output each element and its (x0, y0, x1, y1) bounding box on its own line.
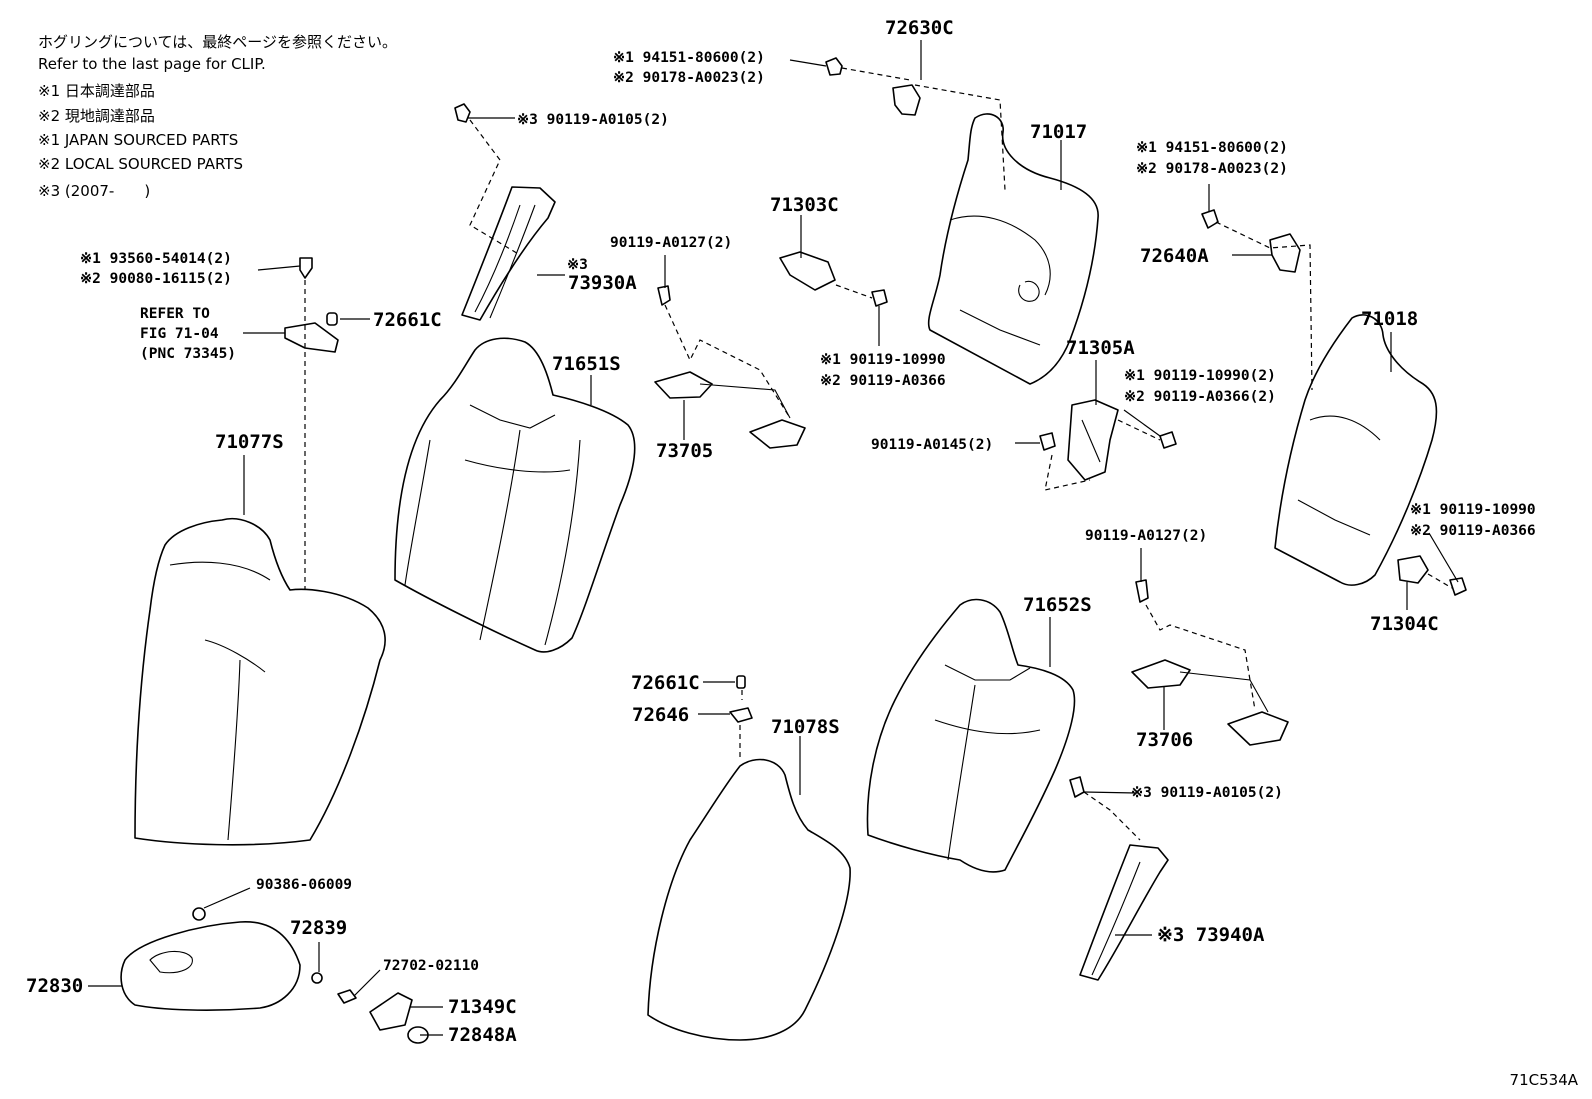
seat-back-pad-71652S[interactable] (866, 598, 1076, 873)
label-72661C-lower: 72661C (631, 672, 700, 694)
dashed-assembly-lines (304, 67, 1453, 841)
label-71303C: 71303C (770, 194, 839, 216)
label-refer-fig: FIG 71-04 (140, 326, 219, 342)
note-japan-jp: ※1 日本調達部品 (38, 82, 155, 100)
label-bolt-93560-54014: ※1 93560-54014(2) (80, 251, 232, 267)
side-airbag-73930A[interactable] (461, 186, 556, 321)
seat-back-pad-71651S[interactable] (394, 337, 636, 653)
screw-90386-06009[interactable] (192, 907, 206, 921)
note-hog-ring-jp: ホグリングについては、最終ページを参照ください。 (38, 33, 397, 51)
label-72646: 72646 (632, 704, 689, 726)
seat-back-frame-71018[interactable] (1274, 314, 1438, 586)
side-airbag-73940A[interactable] (1079, 844, 1169, 981)
bolt-90119-A0105-lower[interactable] (1069, 776, 1085, 798)
label-bolt-94151-80600-a: ※1 94151-80600(2) (613, 50, 765, 66)
label-refer-pnc: (PNC 73345) (140, 346, 236, 362)
recliner-cover-72630C[interactable] (892, 84, 921, 116)
label-screw-72702-02110: 72702-02110 (383, 958, 479, 974)
nut-94151-80600-upper[interactable] (825, 57, 843, 76)
bracket-71349C[interactable] (369, 992, 413, 1031)
label-71017: 71017 (1030, 121, 1087, 143)
screw-93560-54014[interactable] (299, 257, 313, 279)
nut-94151-80600-right[interactable] (1201, 209, 1219, 229)
clip-72839[interactable] (311, 972, 323, 984)
label-bolt-90119-A0127-b: 90119-A0127(2) (1085, 528, 1207, 544)
label-73706: 73706 (1136, 729, 1193, 751)
armrest-72830[interactable] (120, 921, 301, 1011)
label-71652S: 71652S (1023, 594, 1092, 616)
bolt-90119-A0105-upper[interactable] (454, 103, 471, 123)
bracket-71305A[interactable] (1067, 399, 1119, 481)
label-bolt-90080-16115: ※2 90080-16115(2) (80, 271, 232, 287)
label-73940A: ※3 73940A (1157, 924, 1265, 946)
label-bolt-90119-10990-a: ※1 90119-10990 (820, 352, 946, 368)
label-bolt-90119-A0127-a: 90119-A0127(2) (610, 235, 732, 251)
note-local-en: ※2 LOCAL SOURCED PARTS (38, 155, 243, 173)
label-71078S: 71078S (771, 716, 840, 738)
label-screw-90386-06009: 90386-06009 (256, 877, 352, 893)
label-bolt-90119-A0366-a: ※2 90119-A0366 (820, 373, 946, 389)
label-bolt-90119-A0366-b: ※2 90119-A0366(2) (1124, 389, 1276, 405)
hinge-71303C[interactable] (779, 251, 836, 291)
bolt-90119-10990-a[interactable] (871, 289, 888, 307)
note-year-range: ※3 (2007- ) (38, 182, 151, 200)
clip-72661C-lower[interactable] (736, 675, 746, 689)
label-73930A-mark: ※3 (567, 257, 588, 273)
figure-reference-id: 71C534A (1509, 1071, 1578, 1089)
label-72830: 72830 (26, 975, 83, 997)
label-bolt-90119-10990-c: ※1 90119-10990 (1410, 502, 1536, 518)
seat-back-cover-71078S[interactable] (647, 758, 851, 1041)
label-71305A: 71305A (1066, 337, 1135, 359)
label-bolt-90119-A0145: 90119-A0145(2) (871, 437, 993, 453)
label-71349C: 71349C (448, 996, 517, 1018)
label-bolt-90119-A0105-b: ※3 90119-A0105(2) (1131, 785, 1283, 801)
label-72630C: 72630C (885, 17, 954, 39)
clip-72661C-upper[interactable] (326, 312, 338, 326)
label-71077S: 71077S (215, 431, 284, 453)
bolt-90119-10990-c[interactable] (1449, 577, 1467, 596)
bolt-90119-A0127-upper[interactable] (657, 285, 671, 306)
note-japan-en: ※1 JAPAN SOURCED PARTS (38, 131, 239, 149)
note-clip-en: Refer to the last page for CLIP. (38, 55, 266, 73)
seat-back-frame-71017[interactable] (927, 113, 1099, 385)
label-bolt-90119-10990-b: ※1 90119-10990(2) (1124, 368, 1276, 384)
seat-back-cover-71077S[interactable] (134, 518, 386, 846)
label-bolt-90178-A0023-b: ※2 90178-A0023(2) (1136, 161, 1288, 177)
label-refer-to: REFER TO (140, 306, 210, 322)
screw-72702-02110[interactable] (337, 989, 357, 1004)
striker-73705[interactable] (654, 371, 806, 449)
label-71304C: 71304C (1370, 613, 1439, 635)
label-bolt-90119-A0105-a: ※3 90119-A0105(2) (517, 112, 669, 128)
label-72661C-upper: 72661C (373, 309, 442, 331)
bolt-90119-10990-b[interactable] (1159, 431, 1177, 449)
label-73705: 73705 (656, 440, 713, 462)
bracket-73345[interactable] (284, 322, 339, 353)
bolt-90119-A0127-lower[interactable] (1135, 579, 1149, 603)
striker-73706[interactable] (1131, 659, 1289, 746)
leader-lines (88, 40, 1459, 1036)
label-71651S: 71651S (552, 353, 621, 375)
bolt-90119-A0145[interactable] (1039, 432, 1056, 451)
label-bolt-94151-80600-b: ※1 94151-80600(2) (1136, 140, 1288, 156)
label-73930A: 73930A (568, 272, 637, 294)
label-72848A: 72848A (448, 1024, 517, 1046)
recliner-cover-72640A[interactable] (1269, 233, 1301, 273)
label-bolt-90178-A0023-a: ※2 90178-A0023(2) (613, 70, 765, 86)
label-bolt-90119-A0366-c: ※2 90119-A0366 (1410, 523, 1536, 539)
clip-72646[interactable] (729, 707, 753, 723)
note-local-jp: ※2 現地調達部品 (38, 107, 155, 125)
label-71018: 71018 (1361, 308, 1418, 330)
part-labels: 72630C 71017 71303C ※3 73930A 71651S 726… (26, 17, 1536, 1046)
hinge-71304C[interactable] (1397, 555, 1429, 584)
label-72839: 72839 (290, 917, 347, 939)
label-72640A: 72640A (1140, 245, 1209, 267)
